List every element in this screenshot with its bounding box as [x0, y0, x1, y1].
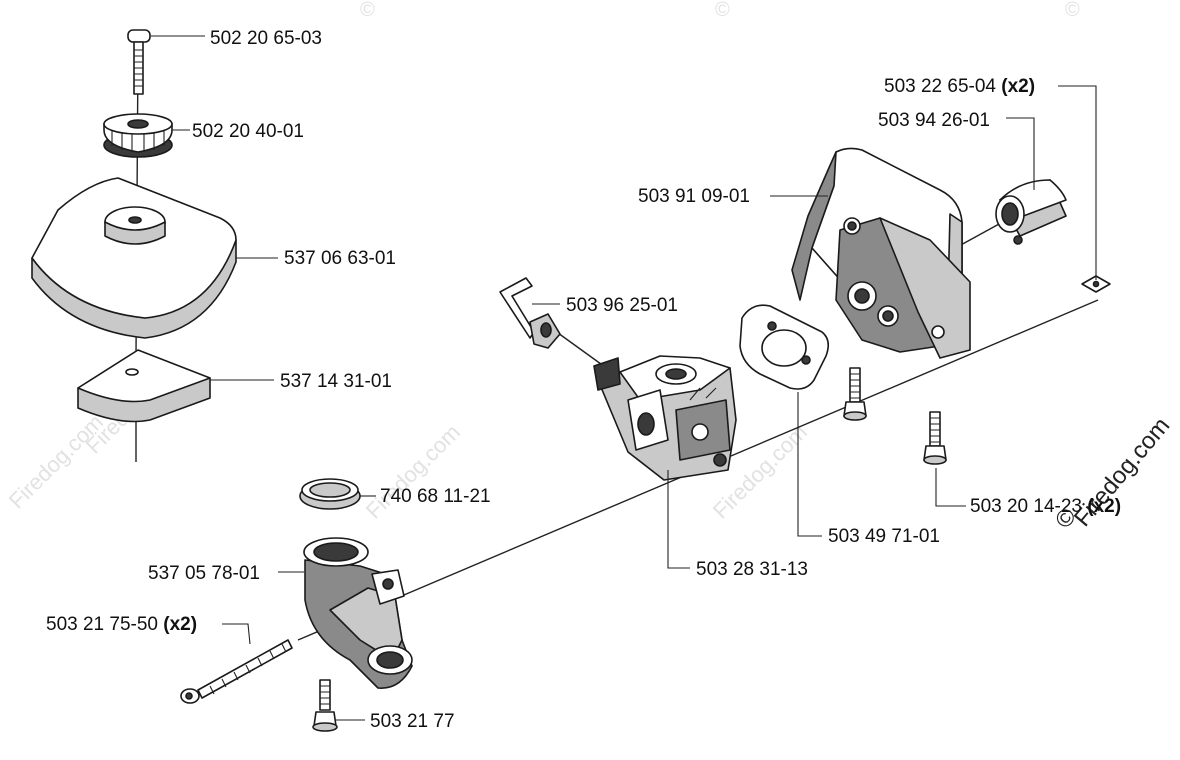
gasket-icon — [739, 304, 830, 390]
part-label: 503 22 65-04 (x2) — [884, 76, 1035, 97]
throttle-link-icon — [499, 277, 561, 349]
choke-sleeve-icon — [995, 179, 1067, 245]
part-label: 537 14 31-01 — [280, 371, 392, 392]
part-label: 537 06 63-01 — [284, 248, 396, 269]
watermark-text: Firedog.com — [4, 409, 108, 513]
part-label: 503 21 77 — [370, 711, 455, 732]
watermark-symbol: © — [715, 0, 730, 21]
part-label: 503 49 71-01 — [828, 526, 940, 547]
watermark-symbol: © — [360, 0, 375, 21]
part-label: 503 94 26-01 — [878, 110, 990, 131]
part-label: 502 20 65-03 — [210, 28, 322, 49]
screw-icon — [127, 29, 151, 95]
part-label: 503 20 14-23 (x2) — [970, 496, 1121, 517]
intake-elbow-icon — [303, 537, 413, 689]
part-labels: 502 20 65-03 502 20 40-01 537 06 63-01 5… — [46, 28, 1121, 732]
part-label: 503 91 09-01 — [638, 186, 750, 207]
housing-screw-icon — [843, 367, 867, 421]
part-qty: (x2) — [163, 614, 197, 635]
clip-nut-icon — [1081, 275, 1111, 293]
part-label: 537 05 78-01 — [148, 563, 260, 584]
carburetor-icon — [593, 355, 737, 481]
watermark-symbol: © — [1065, 0, 1080, 21]
filter-pad-icon — [77, 349, 211, 423]
part-label: 503 21 75-50 (x2) — [46, 614, 197, 635]
part-label: 740 68 11-21 — [380, 486, 491, 507]
air-filter-housing-icon — [791, 147, 971, 359]
long-bolt-icon — [180, 639, 293, 704]
part-label: 503 28 31-13 — [696, 559, 808, 580]
part-qty: (x2) — [1001, 76, 1035, 97]
watermark-text: Firedog.com — [361, 419, 465, 523]
leader-lines — [151, 35, 1097, 721]
seal-ring-icon — [299, 478, 361, 510]
part-qty: (x2) — [1087, 496, 1121, 517]
housing-screw-icon — [923, 411, 947, 465]
air-filter-cover-icon — [31, 177, 237, 339]
part-label: 503 96 25-01 — [566, 295, 678, 316]
part-label: 502 20 40-01 — [192, 121, 304, 142]
short-bolt-icon — [312, 679, 338, 732]
knob-nut-icon — [103, 113, 173, 158]
